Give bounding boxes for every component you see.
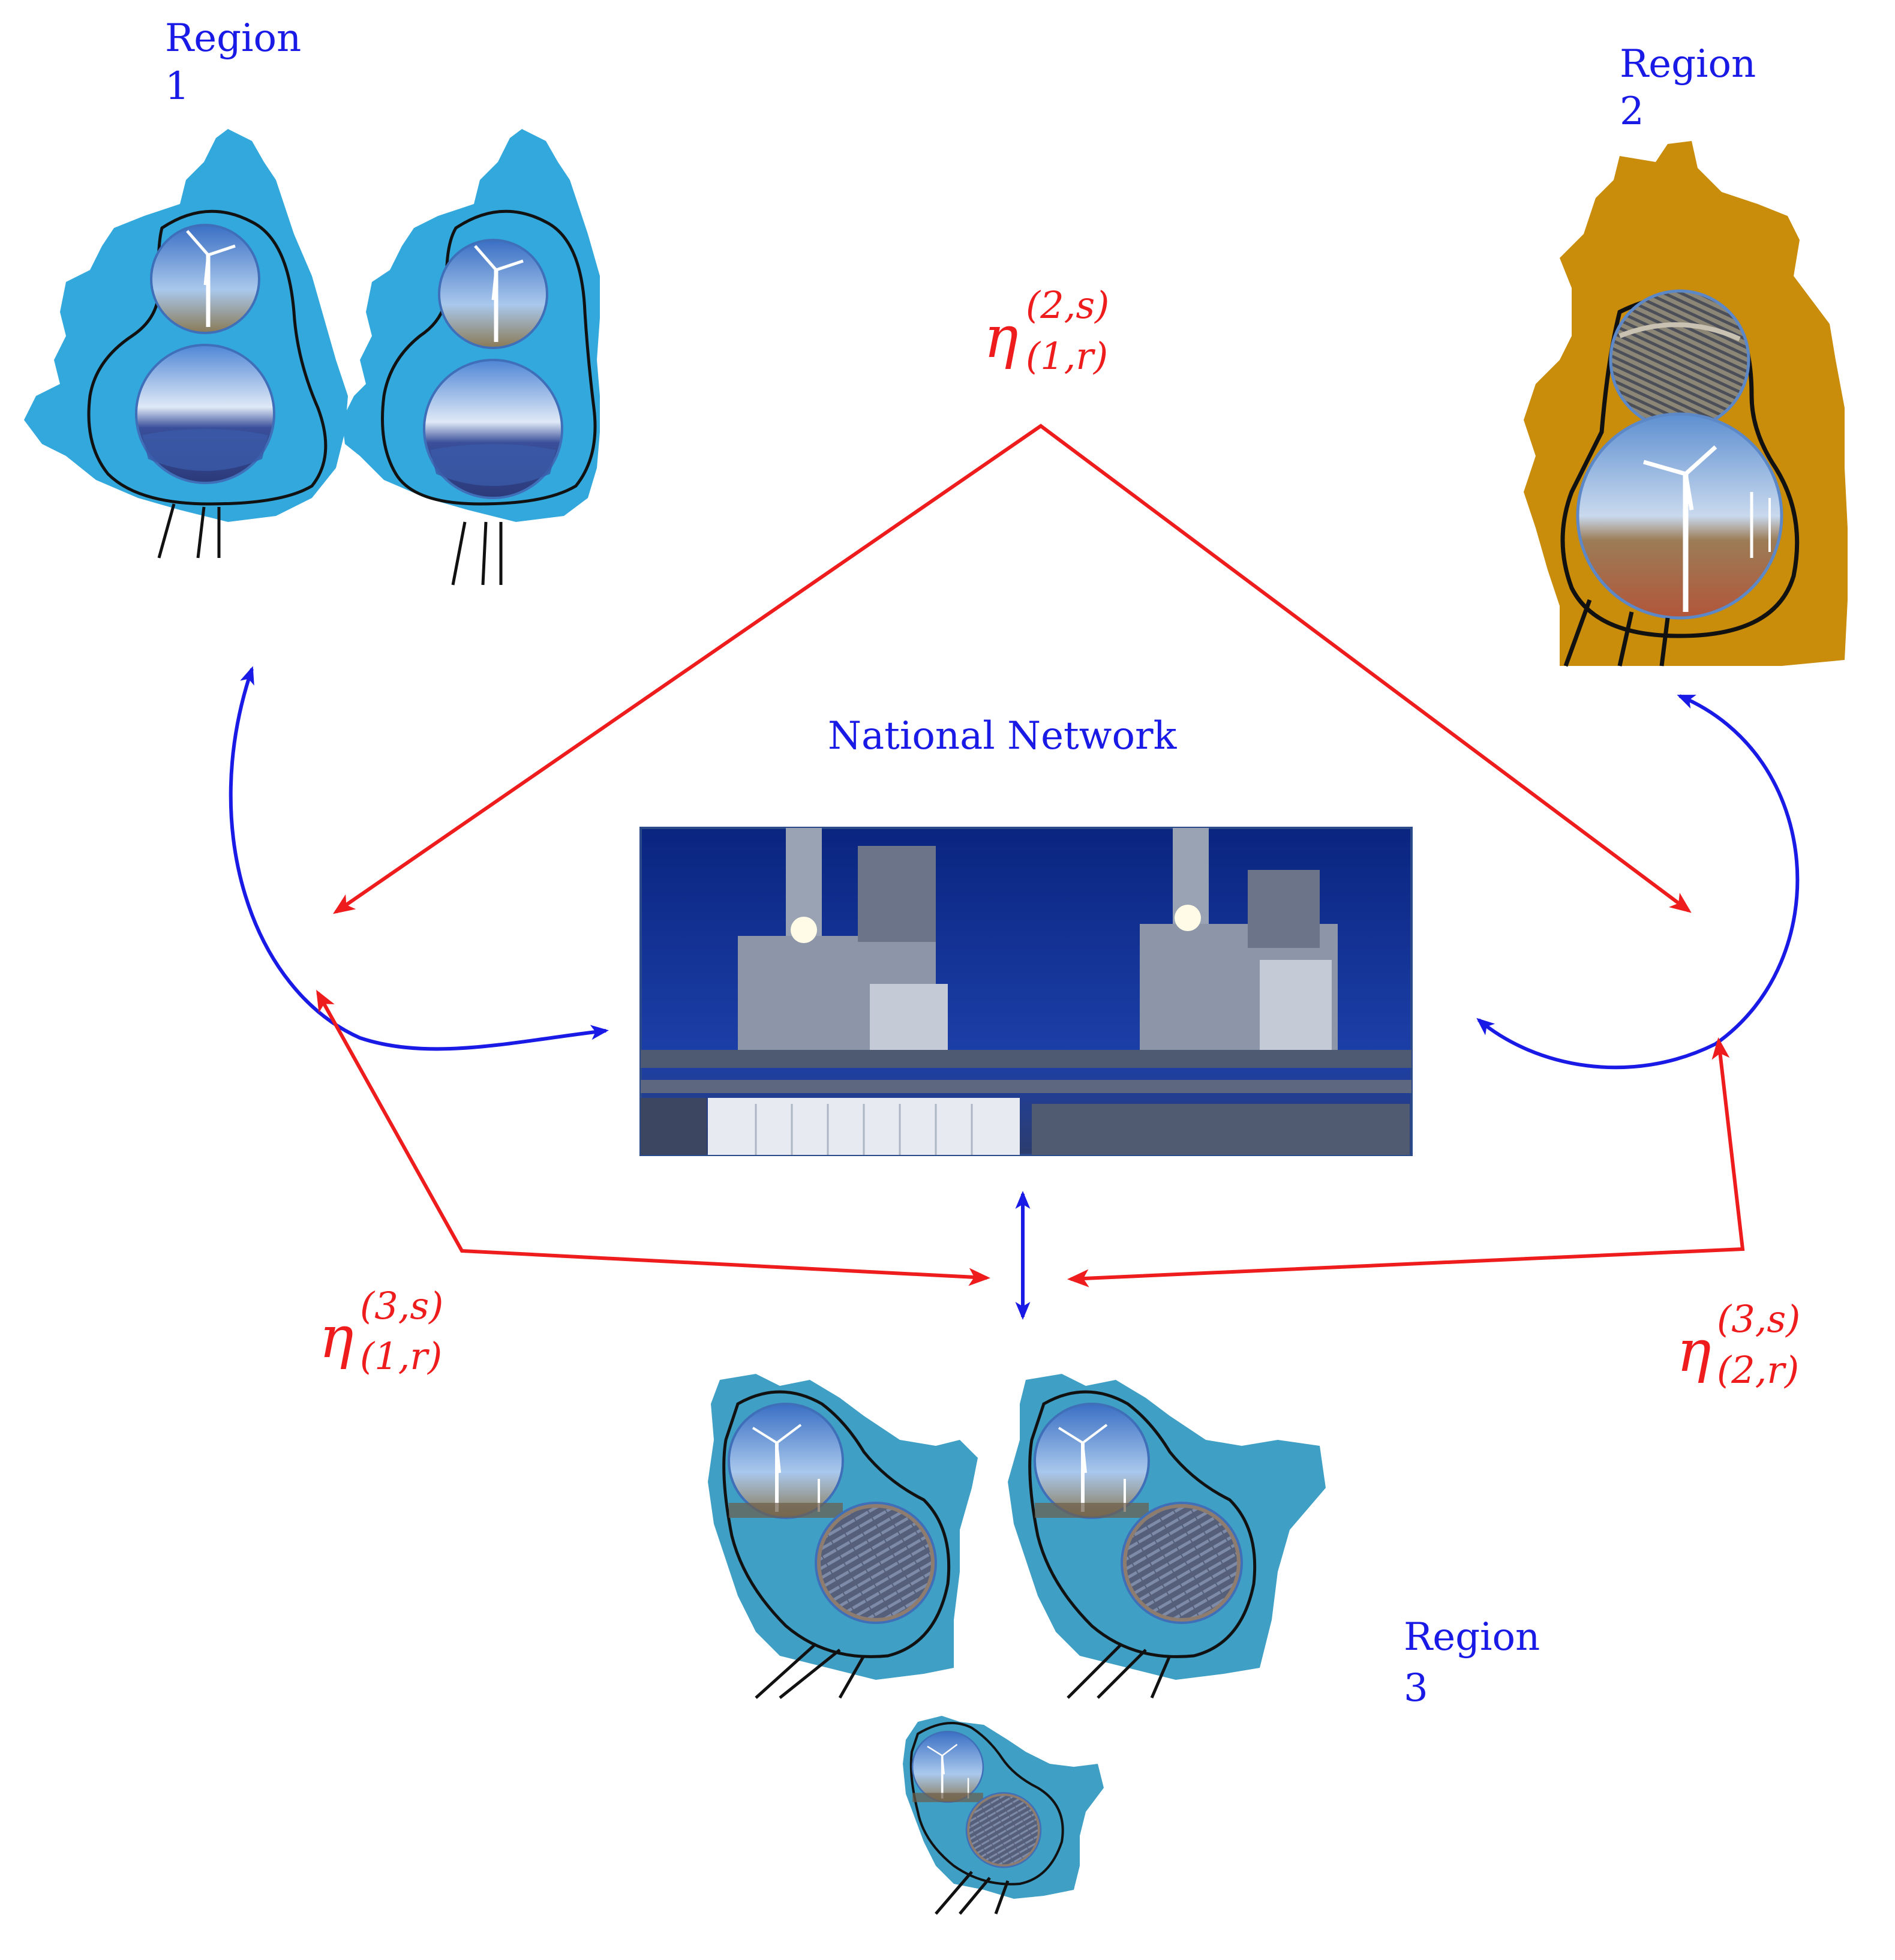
svg-text:(2,s): (2,s) (1026, 283, 1109, 327)
svg-text:η: η (984, 304, 1019, 371)
inter-region-flows (316, 424, 1745, 1287)
region-3: Region 3 (708, 1374, 1552, 1915)
svg-text:(1,r): (1,r) (1026, 334, 1108, 378)
svg-text:(2,r): (2,r) (1717, 1348, 1799, 1392)
region-3-boundary (722, 1390, 951, 1658)
flow-label-region1-region3: η (3,s) (1,r) (319, 1284, 443, 1378)
national-network-label: National Network (828, 714, 1178, 758)
region-2-wind-icon (1576, 412, 1783, 620)
svg-text:η: η (1677, 1317, 1711, 1385)
region-1-label: Region 1 (165, 16, 314, 109)
flow-region2-region3 (1067, 1037, 1745, 1287)
region-3-boundary (909, 1722, 1064, 1886)
flow-label-region1-region2: η (2,s) (1,r) (984, 283, 1109, 378)
region-3-boundary (1028, 1390, 1257, 1658)
region-2-solar-icon (1609, 289, 1750, 431)
region-3-grid-lines (755, 1643, 1172, 1915)
svg-text:(3,s): (3,s) (360, 1284, 443, 1328)
region-1: Region 1 (24, 16, 600, 586)
region-2-grid-lines (1563, 599, 1670, 667)
svg-text:(3,s): (3,s) (1717, 1297, 1800, 1341)
flow-region1-region2 (333, 424, 1692, 914)
region-3-label: Region 3 (1404, 1615, 1552, 1710)
flow-region1-region3 (316, 989, 990, 1286)
flow-label-region2-region3: η (3,s) (2,r) (1677, 1297, 1800, 1392)
link-region1-network (229, 666, 609, 1051)
region-1-grid-lines (157, 503, 503, 586)
region-2: Region 2 (1524, 42, 1848, 667)
svg-text:(1,r): (1,r) (360, 1334, 442, 1378)
power-plant-image (639, 827, 1413, 1156)
region-1-boundary (87, 209, 328, 506)
region-1-boundary (381, 209, 597, 506)
national-network: National Network (639, 714, 1413, 1156)
region-2-label: Region 2 (1620, 42, 1768, 134)
link-region2-network (1476, 694, 1800, 1070)
svg-text:η: η (319, 1304, 354, 1371)
